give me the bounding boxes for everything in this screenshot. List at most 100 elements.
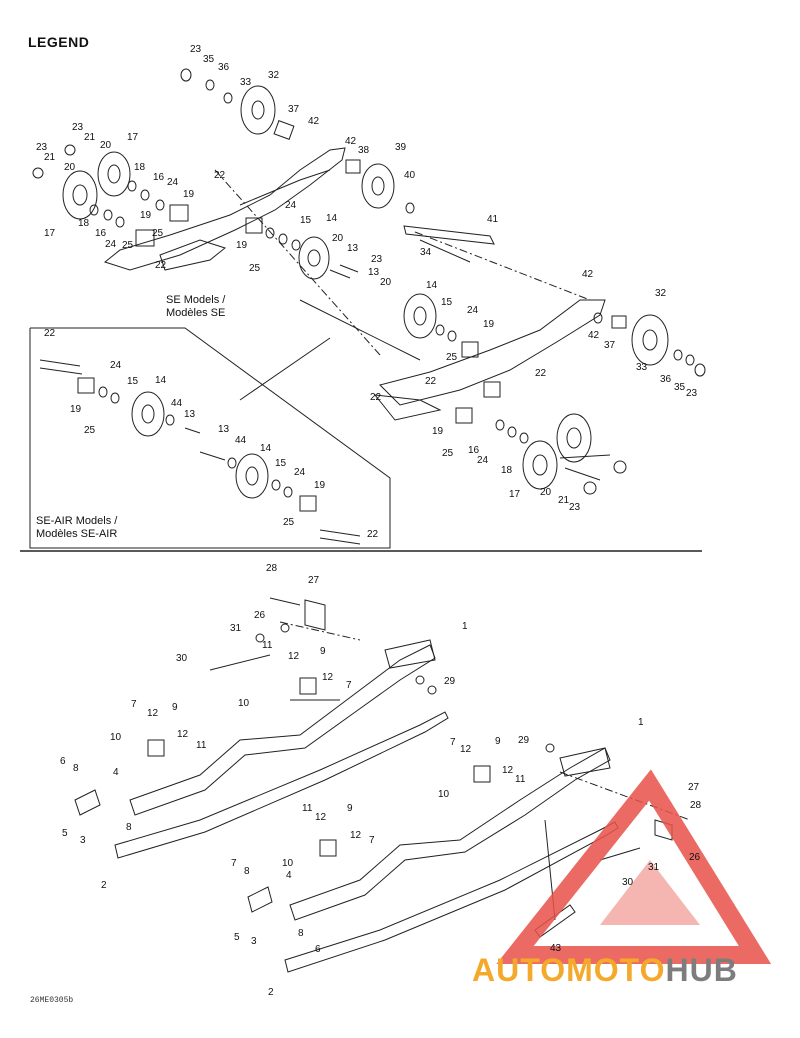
se-air-caption-line-1: SE-AIR Models / — [36, 515, 118, 527]
callout-c38: 13 — [347, 243, 359, 254]
callout-c14: 23 — [72, 122, 84, 133]
callout-c43: 20 — [380, 277, 392, 288]
callout-c52: 37 — [604, 340, 616, 351]
callout-c102: 10 — [110, 732, 122, 743]
callout-c76: 13 — [184, 409, 196, 420]
callout-c80: 15 — [275, 458, 287, 469]
callout-c64: 18 — [501, 465, 513, 476]
callout-c119: 27 — [688, 782, 700, 793]
callout-c125: 9 — [347, 803, 353, 814]
callout-c48: 25 — [446, 352, 458, 363]
callout-c68: 23 — [569, 502, 581, 513]
callout-c36: 14 — [326, 213, 338, 224]
se-air-inset-parts — [39, 359, 361, 545]
callout-c109: 8 — [126, 822, 132, 833]
callout-c74: 25 — [84, 425, 96, 436]
callout-c61: 25 — [442, 448, 454, 459]
callout-c90: 11 — [262, 640, 273, 651]
callout-c34: 24 — [285, 200, 297, 211]
callout-c100: 9 — [172, 702, 178, 713]
callout-c5: 32 — [268, 70, 280, 81]
callout-c32: 25 — [152, 228, 164, 239]
callout-c63: 24 — [477, 455, 489, 466]
callout-c22: 16 — [153, 172, 165, 183]
callout-c84: 22 — [367, 529, 379, 540]
callout-c1: 23 — [190, 44, 202, 55]
callout-c106: 4 — [113, 767, 119, 778]
callout-c130: 7 — [231, 858, 237, 869]
watermark-text-part2: HUB — [665, 952, 738, 988]
callout-c97: 7 — [346, 680, 352, 691]
callout-c25: 22 — [214, 170, 226, 181]
callout-c31: 19 — [140, 210, 152, 221]
callout-c137: 43 — [550, 943, 562, 954]
callout-c54: 36 — [660, 374, 672, 385]
callout-c72: 14 — [155, 375, 167, 386]
callout-c27: 18 — [78, 218, 90, 229]
callout-c50: 32 — [655, 288, 667, 299]
inset-pointer — [239, 337, 331, 401]
callout-c15: 21 — [84, 132, 96, 143]
callout-c105: 8 — [73, 763, 79, 774]
callout-c116: 12 — [502, 765, 514, 776]
callout-c134: 3 — [251, 936, 257, 947]
callout-c41: 23 — [371, 254, 383, 265]
callout-c29: 24 — [105, 239, 117, 250]
callout-c20: 20 — [64, 162, 76, 173]
callout-c112: 29 — [518, 735, 530, 746]
callout-c113: 7 — [450, 737, 456, 748]
rear-suspension-frame-upper — [103, 147, 346, 271]
callout-c82: 19 — [314, 480, 326, 491]
callout-c33: 22 — [155, 260, 167, 271]
callout-c108: 3 — [80, 835, 86, 846]
se-air-inset-frame — [29, 327, 391, 549]
callout-c117: 11 — [515, 774, 526, 785]
callout-c13: 34 — [420, 247, 432, 258]
callout-c87: 1 — [462, 621, 468, 632]
callout-c91: 30 — [176, 653, 188, 664]
callout-c51: 42 — [588, 330, 600, 341]
callout-c128: 7 — [369, 835, 375, 846]
callout-c59: 22 — [370, 392, 382, 403]
callout-c129: 10 — [282, 858, 294, 869]
callout-c6: 37 — [288, 104, 300, 115]
se-air-models-caption: SE-AIR Models / Modèles SE-AIR — [36, 515, 117, 541]
callout-c56: 23 — [686, 388, 698, 399]
legend-title: LEGEND — [28, 34, 90, 50]
callout-c37: 20 — [332, 233, 344, 244]
callout-c23: 24 — [167, 177, 179, 188]
callout-c124: 11 — [302, 803, 313, 814]
watermark-text: AUTOMOTOHUB — [472, 952, 738, 989]
callout-c18: 23 — [36, 142, 48, 153]
idler-wheels-upper-left — [62, 85, 395, 280]
callout-c111: 1 — [638, 717, 644, 728]
callout-c28: 16 — [95, 228, 107, 239]
callout-c138: 2 — [268, 987, 274, 998]
callout-c94: 12 — [322, 672, 334, 683]
callout-c86: 27 — [308, 575, 320, 586]
callout-c70: 24 — [110, 360, 122, 371]
callout-c53: 33 — [636, 362, 648, 373]
callout-c122: 30 — [622, 877, 634, 888]
callout-c4: 33 — [240, 77, 252, 88]
watermark-logo — [496, 769, 772, 964]
callout-c110: 2 — [101, 880, 107, 891]
drawing-code: 26ME0305b — [30, 996, 74, 1005]
callout-c83: 25 — [283, 517, 295, 528]
callout-c60: 19 — [432, 426, 444, 437]
callout-c45: 15 — [441, 297, 453, 308]
callout-c24: 19 — [183, 189, 195, 200]
callout-c81: 24 — [294, 467, 306, 478]
se-caption-line-1: SE Models / — [166, 294, 226, 306]
callout-c11: 40 — [404, 170, 416, 181]
callout-c99: 12 — [147, 708, 159, 719]
callout-c67: 21 — [558, 495, 570, 506]
rear-suspension-frame-right — [373, 293, 706, 495]
callout-c44: 14 — [426, 280, 438, 291]
callout-c114: 12 — [460, 744, 472, 755]
callout-c40: 25 — [249, 263, 261, 274]
callout-c57: 22 — [535, 368, 547, 379]
callout-c126: 12 — [315, 812, 327, 823]
callout-c135: 8 — [298, 928, 304, 939]
